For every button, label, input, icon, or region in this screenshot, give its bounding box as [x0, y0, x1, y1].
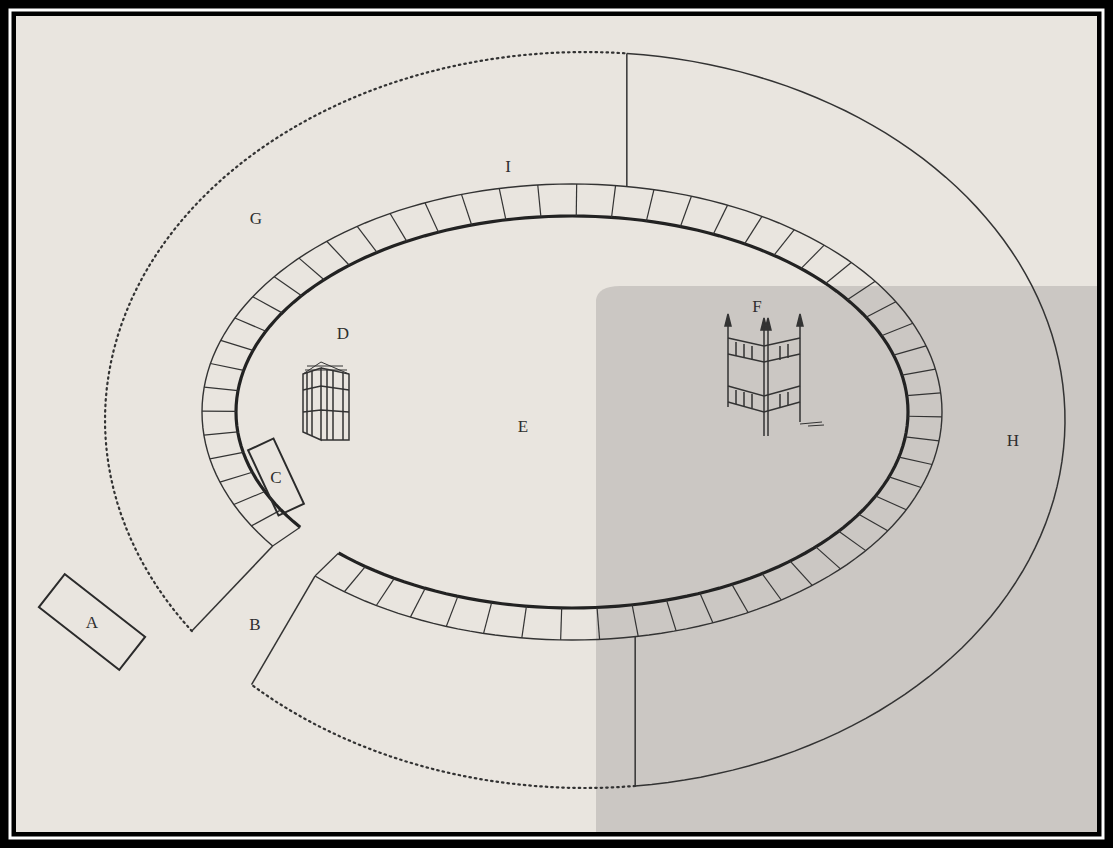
- shadow: [596, 286, 1097, 832]
- seat-division: [745, 216, 762, 243]
- box-letter: C: [270, 469, 281, 486]
- seat-division: [680, 196, 691, 226]
- part-letter: I: [505, 158, 511, 175]
- division-line: [634, 637, 636, 786]
- seat-division: [889, 477, 921, 488]
- seat-division: [790, 561, 812, 585]
- part-letter: E: [518, 418, 528, 435]
- seat-division: [907, 393, 941, 396]
- seat-division: [210, 364, 243, 371]
- seat-division: [410, 588, 425, 617]
- seat-division: [204, 387, 238, 390]
- seat-division: [561, 608, 562, 640]
- seat-division: [390, 213, 407, 241]
- seat-division: [234, 492, 265, 505]
- ring-inner: [236, 216, 908, 608]
- seat-division: [859, 514, 888, 531]
- seat-division: [847, 281, 875, 299]
- scaffold-d: [303, 362, 349, 440]
- seat-division: [713, 205, 727, 234]
- seat-division: [876, 496, 907, 510]
- seat-division: [899, 457, 932, 464]
- plan-lines: [105, 52, 1065, 788]
- seat-division: [762, 574, 781, 600]
- frame-line: [10, 10, 1103, 838]
- seat-division: [204, 432, 238, 435]
- ring-outer: [202, 184, 942, 640]
- seat-division: [732, 584, 748, 612]
- division-line: [626, 53, 628, 186]
- seat-division: [273, 527, 301, 546]
- seat-division: [646, 190, 654, 221]
- seat-division: [826, 262, 852, 283]
- outer-dotted: [252, 685, 636, 788]
- seat-division: [220, 472, 252, 482]
- seat-division: [327, 241, 350, 265]
- seat-division: [839, 531, 866, 550]
- part-letter: D: [337, 325, 349, 342]
- seat-division: [357, 226, 377, 252]
- seat-division: [251, 510, 280, 526]
- box-letter: A: [86, 614, 98, 631]
- seat-division: [484, 602, 492, 633]
- part-letter: B: [249, 616, 260, 633]
- seat-division: [774, 230, 794, 256]
- seat-division: [446, 596, 458, 626]
- seat-division: [522, 606, 527, 638]
- seat-division: [902, 369, 935, 375]
- outer-wall: [627, 53, 1065, 786]
- seat-division: [894, 346, 927, 355]
- division-line: [252, 576, 315, 685]
- seat-division: [908, 416, 942, 418]
- part-letter: H: [1007, 432, 1019, 449]
- seat-division: [632, 605, 638, 636]
- seat-division: [202, 411, 236, 412]
- seat-division: [700, 593, 713, 623]
- seat-division: [315, 553, 339, 576]
- seat-division: [461, 194, 471, 225]
- seat-division: [538, 185, 541, 217]
- part-letter: G: [250, 210, 262, 227]
- seat-division: [253, 297, 282, 313]
- seat-division: [801, 245, 824, 268]
- seat-division: [274, 277, 301, 296]
- seat-division: [612, 186, 616, 218]
- seat-division: [221, 340, 253, 350]
- seat-division: [576, 184, 578, 216]
- seat-division: [499, 188, 506, 219]
- seat-division: [344, 567, 365, 592]
- paper: [16, 16, 1097, 832]
- tower-f: [725, 314, 824, 436]
- part-letter: F: [752, 298, 761, 315]
- seat-division: [299, 258, 324, 280]
- seat-division: [667, 600, 677, 631]
- seat-division: [882, 323, 913, 335]
- seat-division: [866, 302, 896, 317]
- seat-division: [376, 578, 394, 605]
- seat-division: [425, 203, 439, 232]
- seat-division: [235, 318, 266, 331]
- seat-division: [210, 452, 243, 459]
- seat-division: [816, 547, 841, 569]
- seat-division: [597, 607, 600, 639]
- outer-dotted: [105, 52, 627, 631]
- seat-division: [905, 437, 939, 441]
